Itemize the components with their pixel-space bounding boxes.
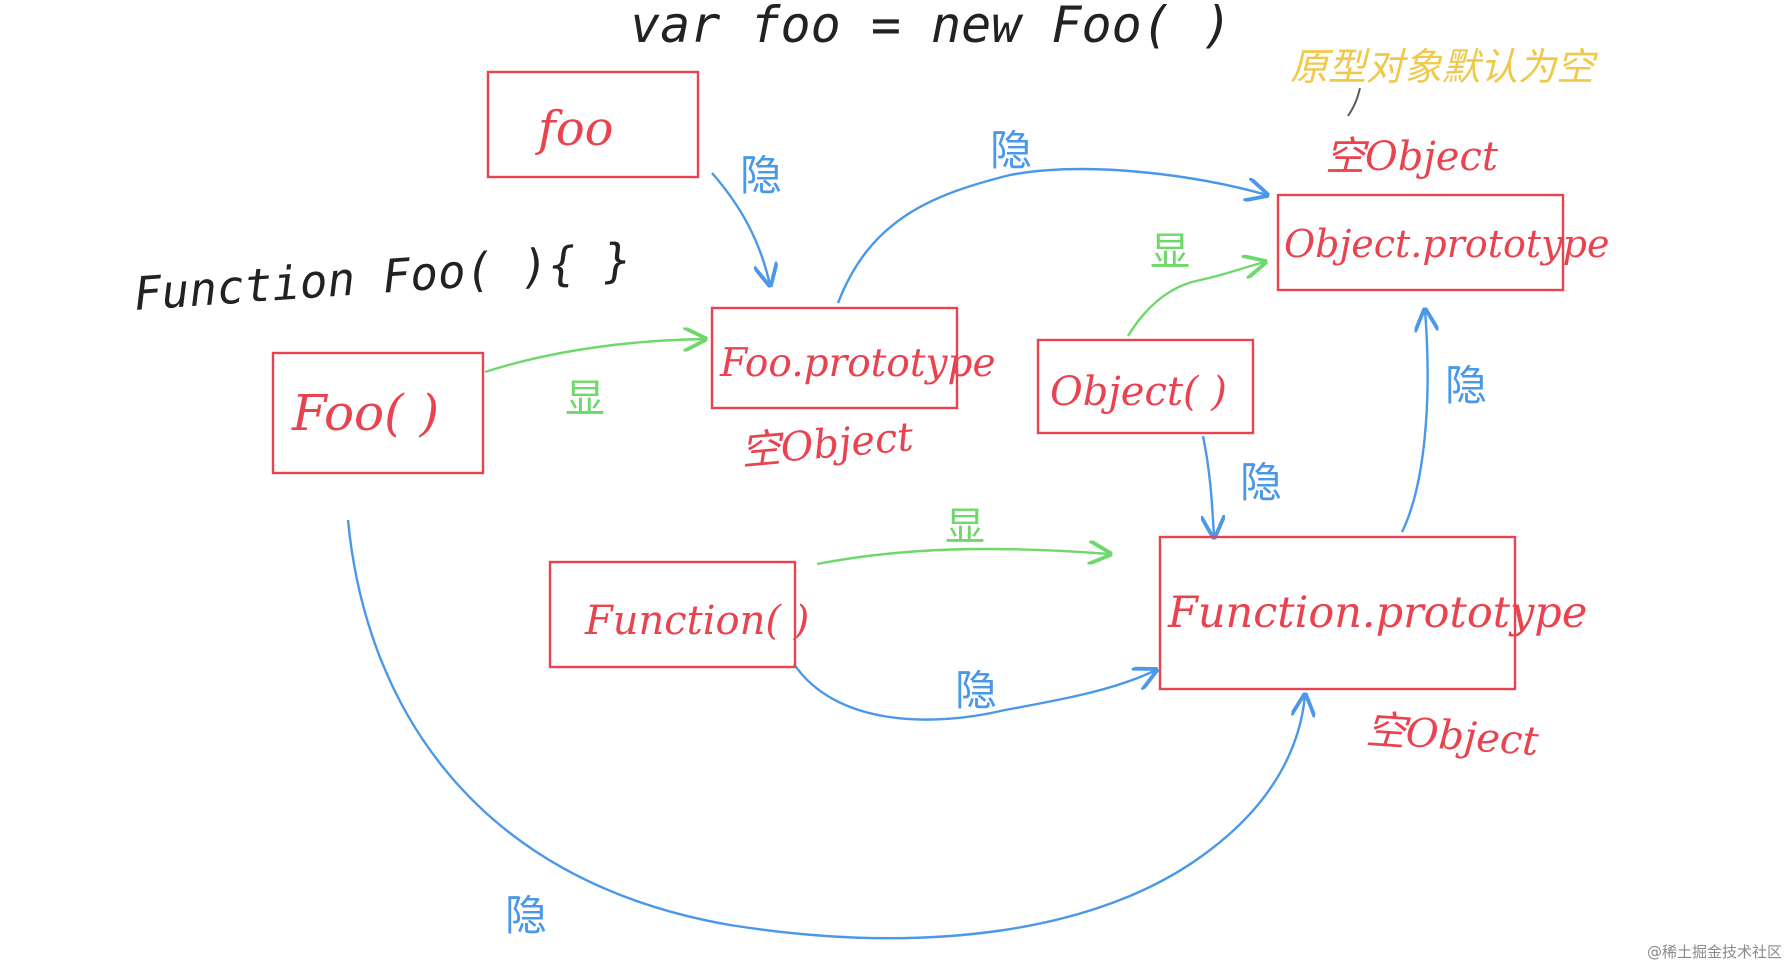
object-ctor-box: Object( ) bbox=[1036, 338, 1255, 435]
implicit-label-functionprototype-objectprototype: 隐 bbox=[1445, 361, 1487, 410]
fooctor-to-functionprototype-implicit-arrow bbox=[346, 519, 1305, 940]
foo-to-fooprototype-implicit-arrow bbox=[711, 172, 770, 285]
function-prototype-box: Function.prototype bbox=[1158, 535, 1587, 691]
foo-prototype-empty-object-note: 空Object bbox=[739, 414, 916, 475]
foo-box: foo bbox=[486, 70, 700, 179]
function-prototype-empty-object-note: 空Object bbox=[1364, 707, 1541, 765]
explicit-label-objectctor: 显 bbox=[1150, 229, 1190, 275]
explicit-label-fooctor: 显 bbox=[565, 376, 605, 422]
implicit-label-objectctor: 隐 bbox=[1240, 458, 1282, 507]
function-ctor-label: Function( ) bbox=[584, 598, 809, 644]
function-prototype-label: Function.prototype bbox=[1167, 588, 1587, 638]
foo-ctor-label: Foo( ) bbox=[291, 384, 439, 442]
object-prototype-label: Object.prototype bbox=[1284, 222, 1609, 266]
explicit-label-functionctor: 显 bbox=[945, 504, 985, 550]
functionctor-to-functionprototype-explicit-arrow bbox=[816, 549, 1110, 564]
fooprototype-to-objectprototype-implicit-arrow bbox=[836, 167, 1267, 304]
implicit-label-foo: 隐 bbox=[740, 151, 782, 200]
foo-ctor-box: Foo( ) bbox=[271, 351, 485, 475]
implicit-label-functionctor: 隐 bbox=[955, 666, 997, 715]
functionprototype-to-objectprototype-implicit-arrow bbox=[1400, 310, 1428, 533]
note-pointer bbox=[1347, 87, 1361, 117]
new-expression-code: var foo = new Foo( ) bbox=[630, 0, 1232, 54]
objectctor-to-functionprototype-implicit-arrow bbox=[1203, 435, 1214, 537]
implicit-label-fooctor: 隐 bbox=[505, 891, 547, 940]
function-ctor-box: Function( ) bbox=[548, 560, 809, 669]
fooctor-to-fooprototype-explicit-arrow bbox=[484, 339, 705, 374]
objectctor-to-objectprototype-explicit-arrow bbox=[1126, 262, 1265, 337]
watermark-text: @稀土掘金技术社区 bbox=[1646, 943, 1782, 961]
foo-prototype-box: Foo.prototype bbox=[710, 306, 996, 410]
prototype-empty-note: 原型对象默认为空 bbox=[1290, 45, 1599, 89]
foo-label: foo bbox=[535, 101, 614, 157]
function-declaration-code: Function Foo( ){ } bbox=[132, 232, 633, 321]
functionctor-to-functionprototype-implicit-arrow bbox=[793, 663, 1156, 721]
object-ctor-label: Object( ) bbox=[1050, 369, 1227, 415]
object-prototype-empty-object-note: 空Object bbox=[1325, 134, 1499, 180]
foo-prototype-label: Foo.prototype bbox=[719, 341, 996, 386]
object-prototype-box: Object.prototype bbox=[1276, 193, 1609, 292]
implicit-label-fooprototype-objectprototype: 隐 bbox=[990, 126, 1032, 175]
